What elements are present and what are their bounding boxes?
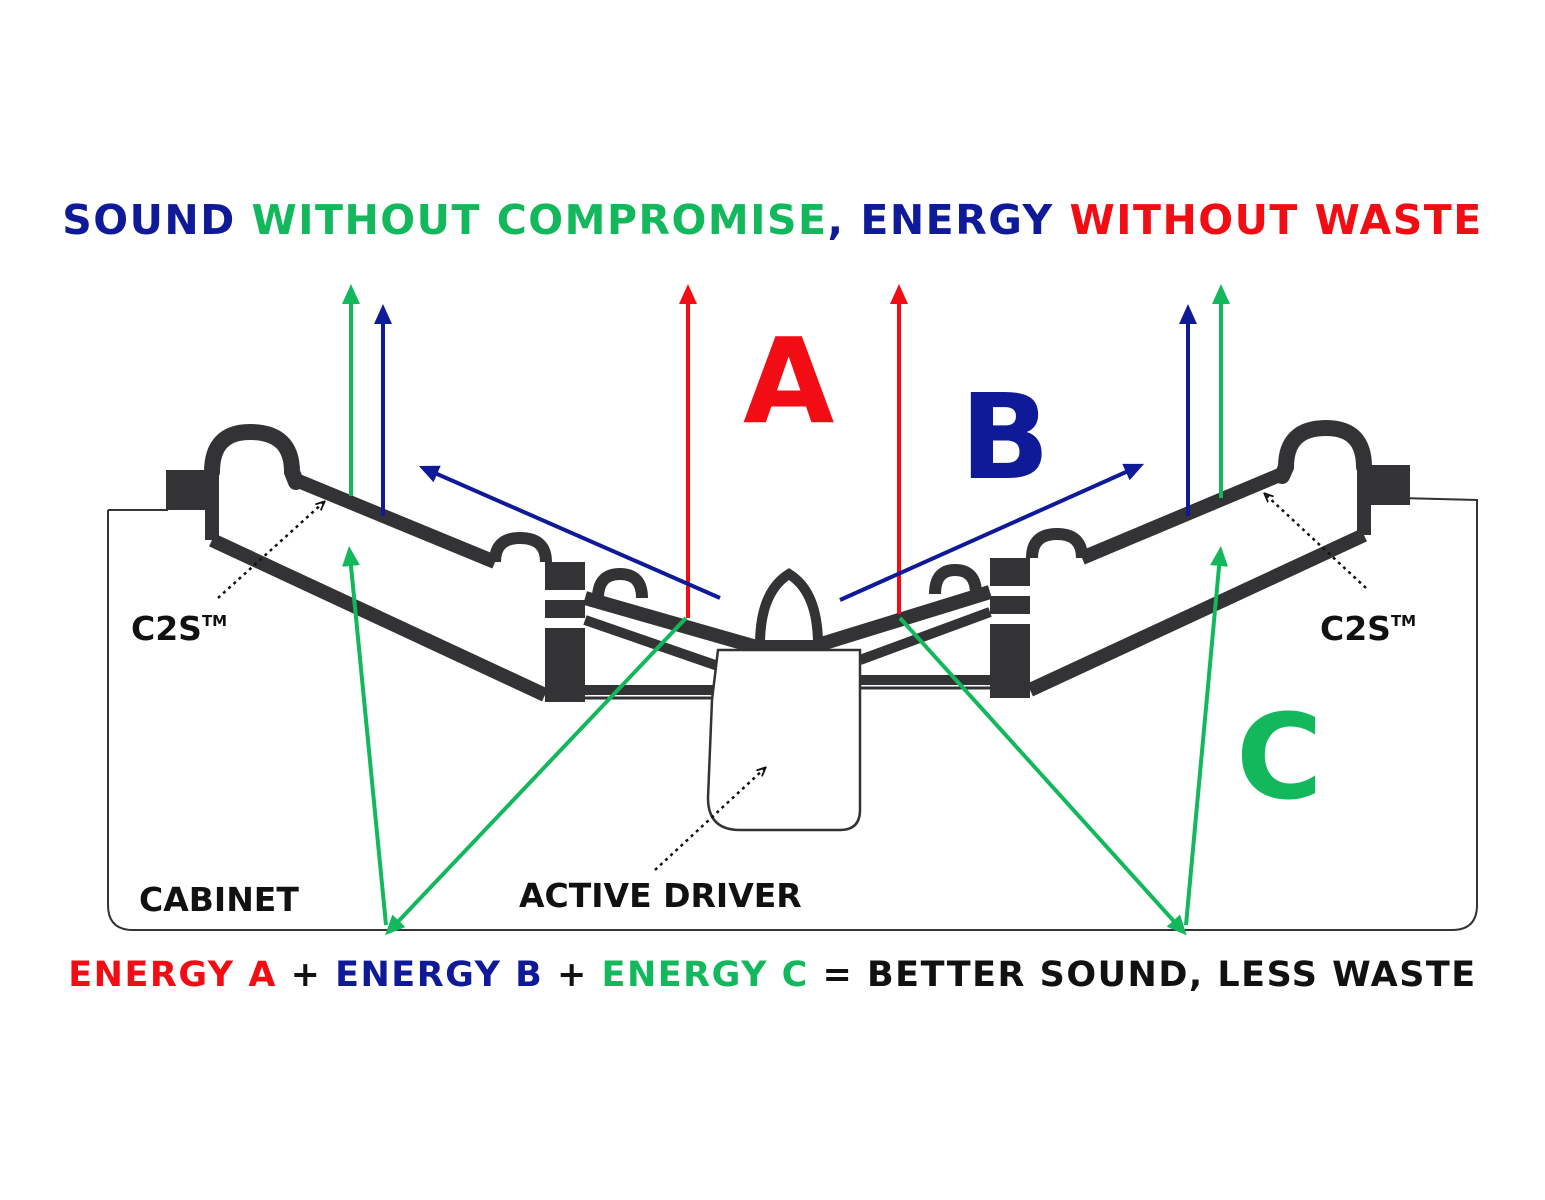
- equation-result: = BETTER SOUND, LESS WASTE: [808, 955, 1477, 995]
- c2s-right-trademark: TM: [1390, 612, 1417, 630]
- equation-plus-1: +: [276, 955, 336, 995]
- letter-a: A: [743, 312, 835, 450]
- active-driver-label: ACTIVE DRIVER: [519, 876, 802, 915]
- cabinet-label: CABINET: [139, 880, 299, 919]
- c2s-right-text: C2S: [1320, 609, 1391, 648]
- dotted-pointer-c2s-left: [217, 502, 324, 599]
- equation-energy-a: ENERGY A: [68, 955, 277, 995]
- right-passive-radiator: [990, 419, 1410, 698]
- headline-without-compromise: WITHOUT COMPROMISE: [251, 196, 828, 244]
- c2s-left-text: C2S: [131, 609, 202, 648]
- c2s-label-left: C2STM: [131, 612, 227, 645]
- equation-energy-c: ENERGY C: [601, 955, 809, 995]
- green-arrow-cabinet-to-radiator-right: [1184, 546, 1229, 926]
- headline: SOUND WITHOUT COMPROMISE, ENERGY WITHOUT…: [0, 196, 1545, 244]
- active-driver-cone: [583, 563, 993, 832]
- letter-b: B: [960, 368, 1050, 506]
- headline-without-waste: WITHOUT WASTE: [1069, 196, 1483, 244]
- left-passive-radiator: [166, 423, 585, 702]
- c2s-label-right: C2STM: [1320, 612, 1416, 645]
- c2s-left-trademark: TM: [201, 612, 228, 630]
- equation-energy-b: ENERGY B: [335, 955, 544, 995]
- energy-equation: ENERGY A + ENERGY B + ENERGY C = BETTER …: [0, 955, 1545, 995]
- blue-arrow-left-diagonal: [418, 465, 721, 600]
- green-arrow-cabinet-to-radiator-left: [342, 546, 388, 926]
- green-arrow-driver-to-cabinet-right: [898, 616, 1187, 936]
- headline-sound: SOUND: [62, 196, 236, 244]
- headline-energy: , ENERGY: [827, 196, 1054, 244]
- cabinet-outline: [107, 497, 1478, 931]
- equation-plus-2: +: [543, 955, 602, 995]
- green-arrow-driver-to-cabinet-left: [385, 616, 688, 936]
- letter-c: C: [1236, 688, 1323, 826]
- dotted-pointer-c2s-right: [1265, 494, 1367, 589]
- blue-arrow-right-diagonal: [839, 463, 1145, 602]
